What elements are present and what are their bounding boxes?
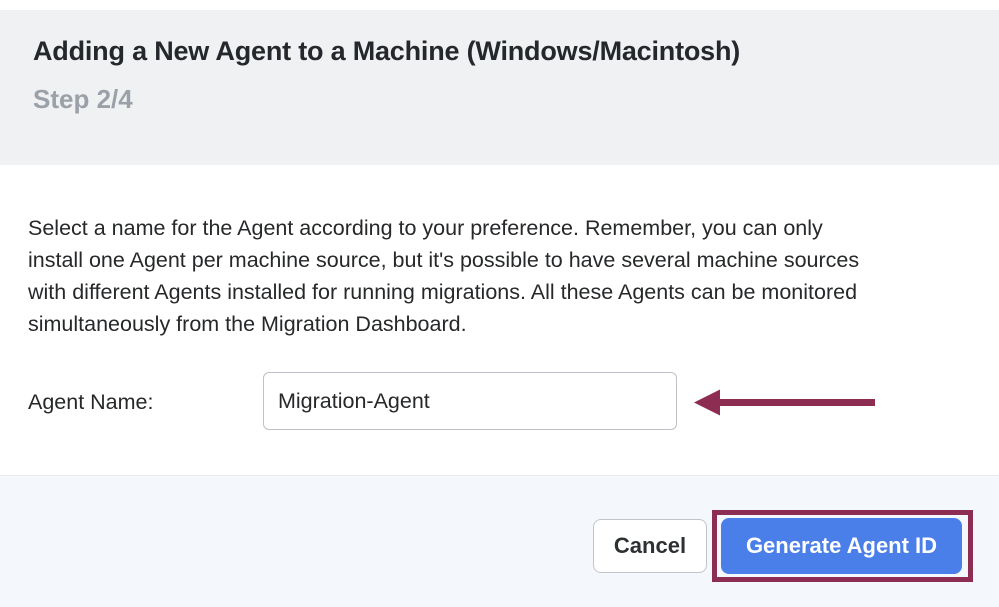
left-arrow-shape — [694, 389, 875, 416]
step-indicator: Step 2/4 — [33, 84, 133, 114]
description-line: install one Agent per machine source, bu… — [28, 248, 860, 272]
cancel-button[interactable]: Cancel — [593, 519, 707, 573]
description-line: with different Agents installed for runn… — [28, 280, 858, 304]
page-title: Adding a New Agent to a Machine (Windows… — [33, 36, 741, 66]
generate-agent-id-button[interactable]: Generate Agent ID — [721, 518, 962, 574]
dialog-header: Adding a New Agent to a Machine (Windows… — [0, 10, 999, 165]
annotation-highlight-box: Generate Agent ID — [712, 510, 973, 582]
dialog-footer: Cancel Generate Agent ID — [0, 475, 999, 607]
agent-name-input[interactable] — [263, 372, 677, 430]
description-line: Select a name for the Agent according to… — [28, 216, 823, 240]
left-arrow-icon — [694, 389, 875, 416]
agent-name-label: Agent Name: — [28, 390, 154, 414]
description-line: simultaneously from the Migration Dashbo… — [28, 312, 467, 336]
description-text: Select a name for the Agent according to… — [28, 212, 859, 340]
